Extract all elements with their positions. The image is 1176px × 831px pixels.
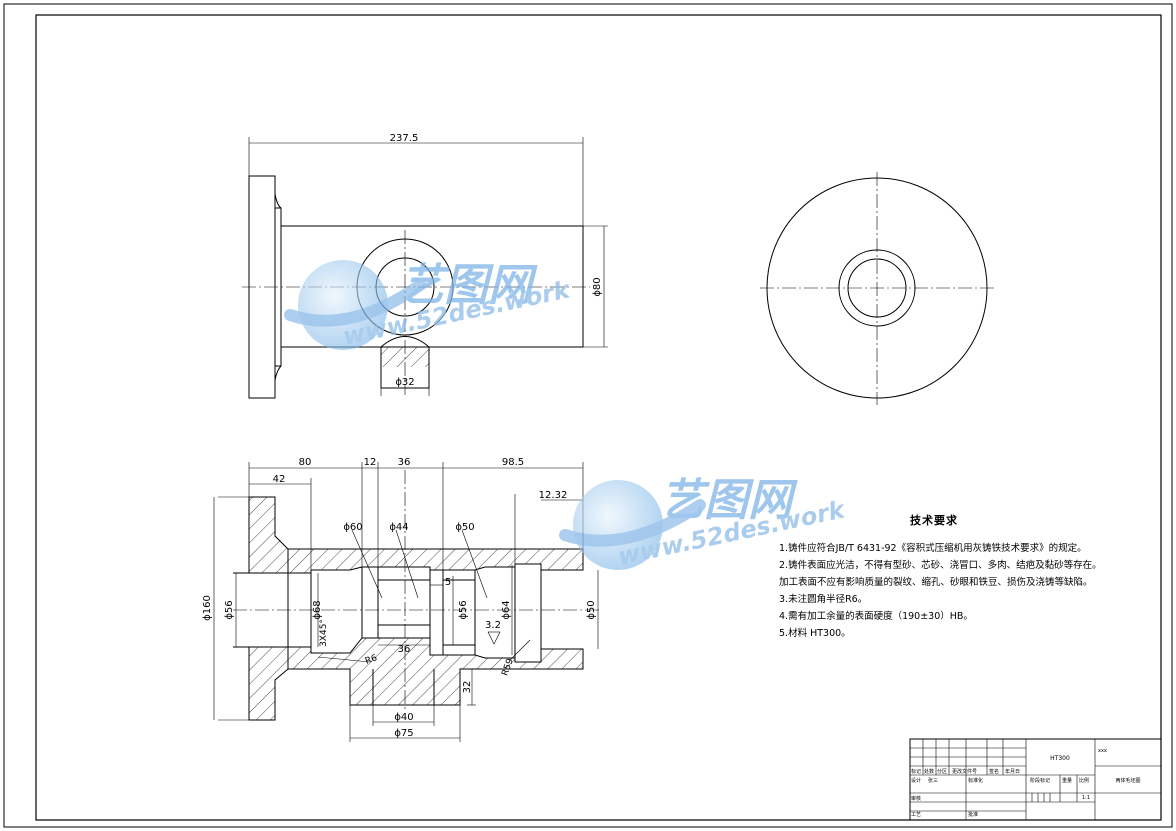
dim-98-5: 98.5 bbox=[502, 457, 524, 468]
dim-phi68: ϕ68 bbox=[312, 600, 323, 619]
inner-border bbox=[35, 14, 1162, 821]
dim-phi40: ϕ40 bbox=[394, 712, 413, 723]
dim-36-inner: 36 bbox=[398, 644, 411, 655]
dim-r6: R6 bbox=[364, 653, 379, 667]
dim-32-vert: 32 bbox=[462, 681, 473, 694]
tb-label-design: 设计 bbox=[911, 777, 921, 784]
tb-label-zone: 分区 bbox=[937, 768, 947, 775]
dim-phi32: ϕ32 bbox=[395, 377, 414, 388]
watermark-brand-1: 艺图网 bbox=[400, 260, 538, 311]
dim-chamfer: 3X45° bbox=[319, 619, 329, 647]
tech-req-item-5: 4.需有加工余量的表面硬度（190±30）HB。 bbox=[779, 611, 973, 622]
tech-requirements-title: 技术要求 bbox=[910, 514, 958, 527]
dim-phi64: ϕ64 bbox=[501, 600, 512, 619]
tb-label-change-doc: 更改文件号 bbox=[952, 768, 977, 775]
tb-label-stage: 阶段标记 bbox=[1030, 777, 1050, 784]
dim-5: 5 bbox=[445, 577, 451, 588]
tb-label-count: 处数 bbox=[924, 768, 934, 775]
dim-237-5: 237.5 bbox=[390, 133, 419, 144]
dim-36: 36 bbox=[398, 457, 411, 468]
tb-scale: 1:1 bbox=[1082, 795, 1090, 801]
top-view-centerlines bbox=[242, 230, 590, 395]
tb-label-review: 审核 bbox=[911, 795, 921, 802]
outer-border bbox=[3, 3, 1173, 828]
tb-label-approve: 批准 bbox=[968, 811, 978, 818]
end-view-centerlines bbox=[760, 172, 995, 405]
top-view-dimensions bbox=[248, 137, 608, 396]
dim-phi80: ϕ80 bbox=[592, 277, 603, 296]
title-block bbox=[909, 738, 1162, 821]
tech-req-item-1: 1.铸件应符合JB/T 6431-92《容积式压缩机用灰铸铁技术要求》的规定。 bbox=[779, 543, 1087, 554]
tech-req-item-3: 加工表面不应有影响质量的裂纹、缩孔、砂眼和铁豆、损伤及浇铸等缺陷。 bbox=[779, 577, 1093, 588]
dim-phi160: ϕ160 bbox=[202, 595, 213, 621]
tech-req-item-6: 5.材料 HT300。 bbox=[779, 628, 851, 639]
dim-12: 12 bbox=[364, 457, 377, 468]
tb-designer: 张三 bbox=[928, 777, 938, 784]
dim-12-32: 12.32 bbox=[539, 490, 568, 501]
tb-label-ratio: 比例 bbox=[1079, 777, 1089, 784]
tech-req-item-2: 2.铸件表面应光洁，不得有型砂、芯砂、浇冒口、多肉、结疤及黏砂等存在。 bbox=[779, 560, 1102, 571]
tb-label-date: 年月日 bbox=[1005, 768, 1020, 775]
tb-label-weight: 重量 bbox=[1062, 777, 1072, 784]
watermark-logo-1: 艺图网 www.52des.work bbox=[284, 260, 574, 351]
dim-phi56-left: ϕ56 bbox=[224, 600, 235, 619]
section-hatch bbox=[248, 496, 584, 721]
dim-phi50-top: ϕ50 bbox=[455, 522, 474, 533]
dim-phi56-mid: ϕ56 bbox=[458, 600, 469, 619]
tech-req-item-4: 3.未注圆角半径R6。 bbox=[779, 594, 868, 605]
dim-phi50-right: ϕ50 bbox=[586, 600, 597, 619]
tb-material: HT300 bbox=[1050, 755, 1070, 762]
tb-company: xxx bbox=[1098, 748, 1107, 754]
tb-part-name: 两体毛坯图 bbox=[1115, 777, 1140, 784]
tb-label-sign: 签名 bbox=[989, 768, 999, 775]
tb-label-process: 工艺 bbox=[911, 812, 921, 818]
dim-phi60: ϕ60 bbox=[343, 522, 362, 533]
tb-label-mark: 标记 bbox=[911, 768, 921, 775]
dim-phi75: ϕ75 bbox=[394, 728, 413, 739]
section-centerlines bbox=[233, 470, 600, 712]
tb-label-standard: 标准化 bbox=[968, 777, 983, 784]
dim-phi44: ϕ44 bbox=[389, 522, 408, 533]
roughness-3-2: 3.2 bbox=[485, 620, 501, 631]
dim-80: 80 bbox=[299, 457, 312, 468]
dim-42: 42 bbox=[273, 474, 286, 485]
tech-requirements: 技术要求 1.铸件应符合JB/T 6431-92《容积式压缩机用灰铸铁技术要求》… bbox=[779, 512, 1102, 642]
watermark-brand-2: 艺图网 bbox=[660, 475, 798, 526]
